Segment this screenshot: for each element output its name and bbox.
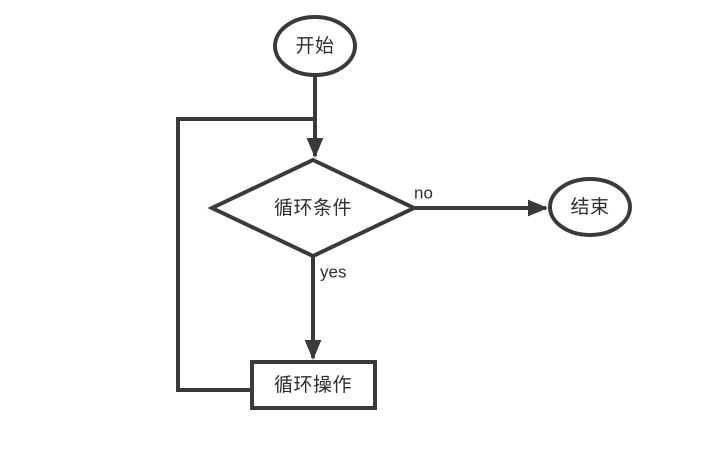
edge-operation-to-condition: [176, 117, 313, 392]
node-end-label: 结束: [570, 196, 609, 218]
edge-condition-to-end: no: [414, 183, 548, 217]
node-condition[interactable]: 循环条件: [207, 157, 419, 259]
edge-condition-to-operation: yes: [304, 256, 346, 360]
node-condition-diamond[interactable]: [207, 157, 419, 259]
edge-layer: no yes: [176, 75, 548, 392]
edge-label-no: no: [414, 183, 433, 202]
node-start[interactable]: 开始: [273, 15, 357, 77]
node-operation[interactable]: 循环操作: [250, 360, 377, 410]
edge-label-yes: yes: [320, 262, 346, 281]
node-layer: 开始 循环条件 结束 循环操作: [207, 15, 632, 410]
node-end-ellipse[interactable]: [548, 177, 632, 237]
node-end[interactable]: 结束: [548, 177, 632, 237]
edge-path-loopback: [176, 117, 313, 392]
node-operation-rect[interactable]: [250, 360, 377, 410]
node-start-label: 开始: [295, 35, 334, 57]
node-start-ellipse[interactable]: [273, 15, 357, 77]
node-condition-label: 循环条件: [274, 197, 352, 219]
node-operation-label: 循环操作: [274, 374, 352, 396]
